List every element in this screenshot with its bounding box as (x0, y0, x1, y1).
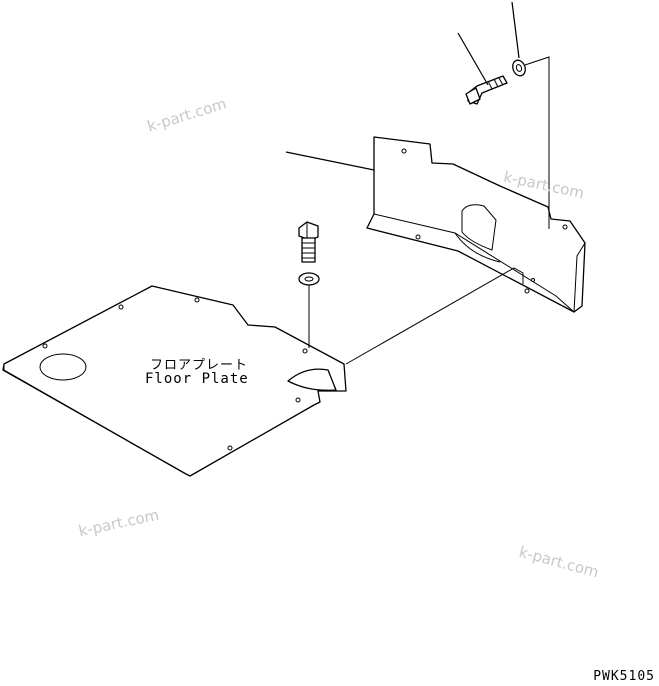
upper-bolt-leader-line (457, 32, 489, 86)
part-label-en: Floor Plate (145, 371, 249, 387)
bracket-leader-line (285, 151, 375, 171)
floor-plate-large-hole (39, 353, 87, 381)
upper-washer (512, 59, 526, 77)
bracket-window (461, 204, 497, 251)
upper-bolt (465, 75, 508, 105)
lower-bolt (298, 221, 319, 263)
connection-line (345, 267, 524, 365)
upper-assembly-line (524, 56, 550, 229)
drawing-code: PWK5105 (593, 669, 655, 684)
floor-plate (2, 285, 347, 477)
lower-washer (298, 272, 320, 286)
floor-plate-notch (287, 368, 337, 391)
upper-washer-leader-line (511, 1, 520, 59)
part-label-jp: フロアプレート (150, 358, 249, 373)
bracket-cover (366, 136, 586, 313)
